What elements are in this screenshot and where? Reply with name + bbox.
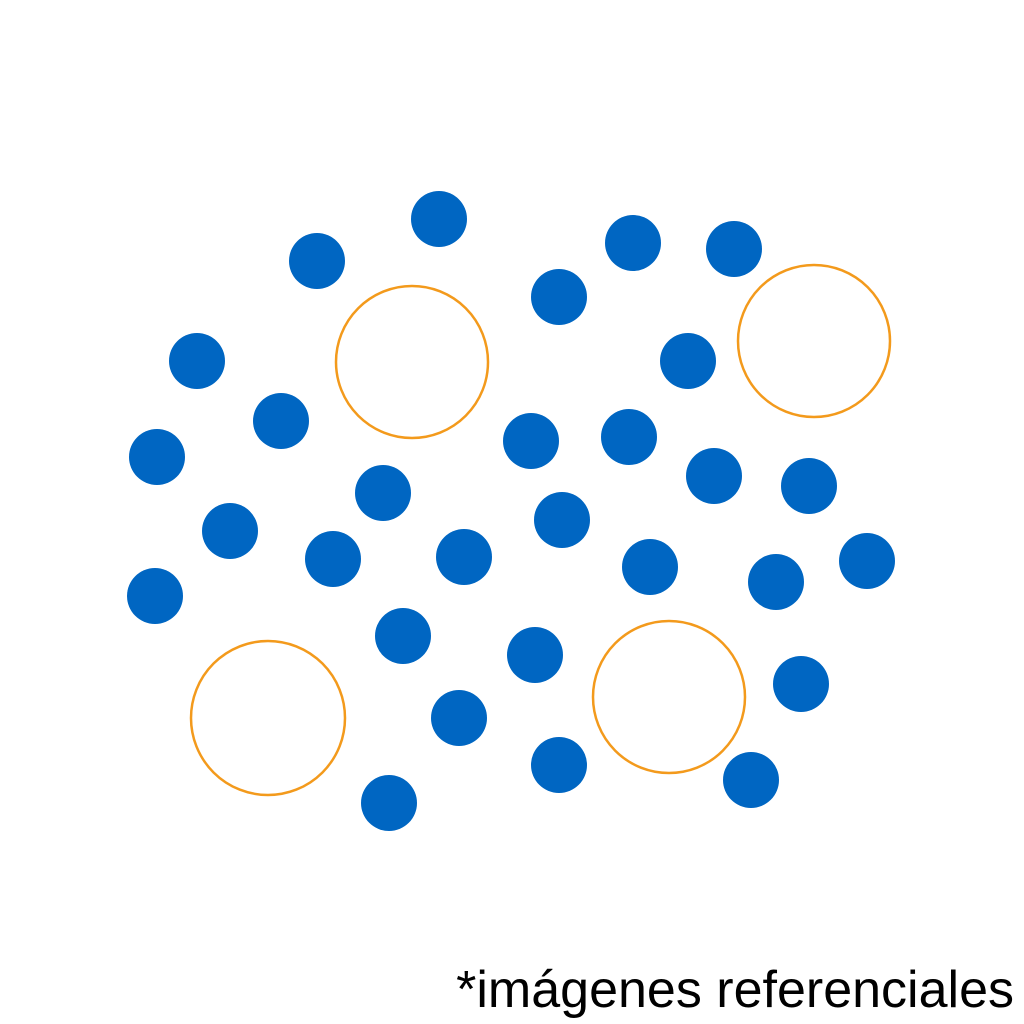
blue-dot-7 <box>660 333 716 389</box>
blue-dot-21 <box>839 533 895 589</box>
blue-dot-10 <box>503 413 559 469</box>
hollow-ring-4 <box>591 619 747 775</box>
blue-dot-14 <box>781 458 837 514</box>
blue-dot-23 <box>375 608 431 664</box>
blue-dot-27 <box>531 737 587 793</box>
blue-dot-9 <box>129 429 185 485</box>
blue-dot-28 <box>723 752 779 808</box>
blue-dot-26 <box>431 690 487 746</box>
blue-dot-13 <box>686 448 742 504</box>
blue-dot-16 <box>534 492 590 548</box>
blue-dot-6 <box>169 333 225 389</box>
blue-dot-29 <box>361 775 417 831</box>
blue-dot-1 <box>411 191 467 247</box>
blue-dot-18 <box>436 529 492 585</box>
blue-dot-24 <box>507 627 563 683</box>
blue-dot-17 <box>305 531 361 587</box>
blue-dot-15 <box>202 503 258 559</box>
blue-dot-4 <box>706 221 762 277</box>
blue-dot-25 <box>773 656 829 712</box>
blue-dot-5 <box>531 269 587 325</box>
hollow-ring-3 <box>189 639 347 797</box>
blue-dot-2 <box>289 233 345 289</box>
blue-dot-22 <box>127 568 183 624</box>
blue-dot-11 <box>601 409 657 465</box>
blue-dot-3 <box>605 215 661 271</box>
hollow-ring-2 <box>736 263 892 419</box>
blue-dot-8 <box>253 393 309 449</box>
blue-dot-20 <box>748 554 804 610</box>
hollow-ring-1 <box>334 284 490 440</box>
reference-caption: *imágenes referenciales <box>456 961 1014 1019</box>
blue-dot-12 <box>355 465 411 521</box>
blue-dot-19 <box>622 539 678 595</box>
